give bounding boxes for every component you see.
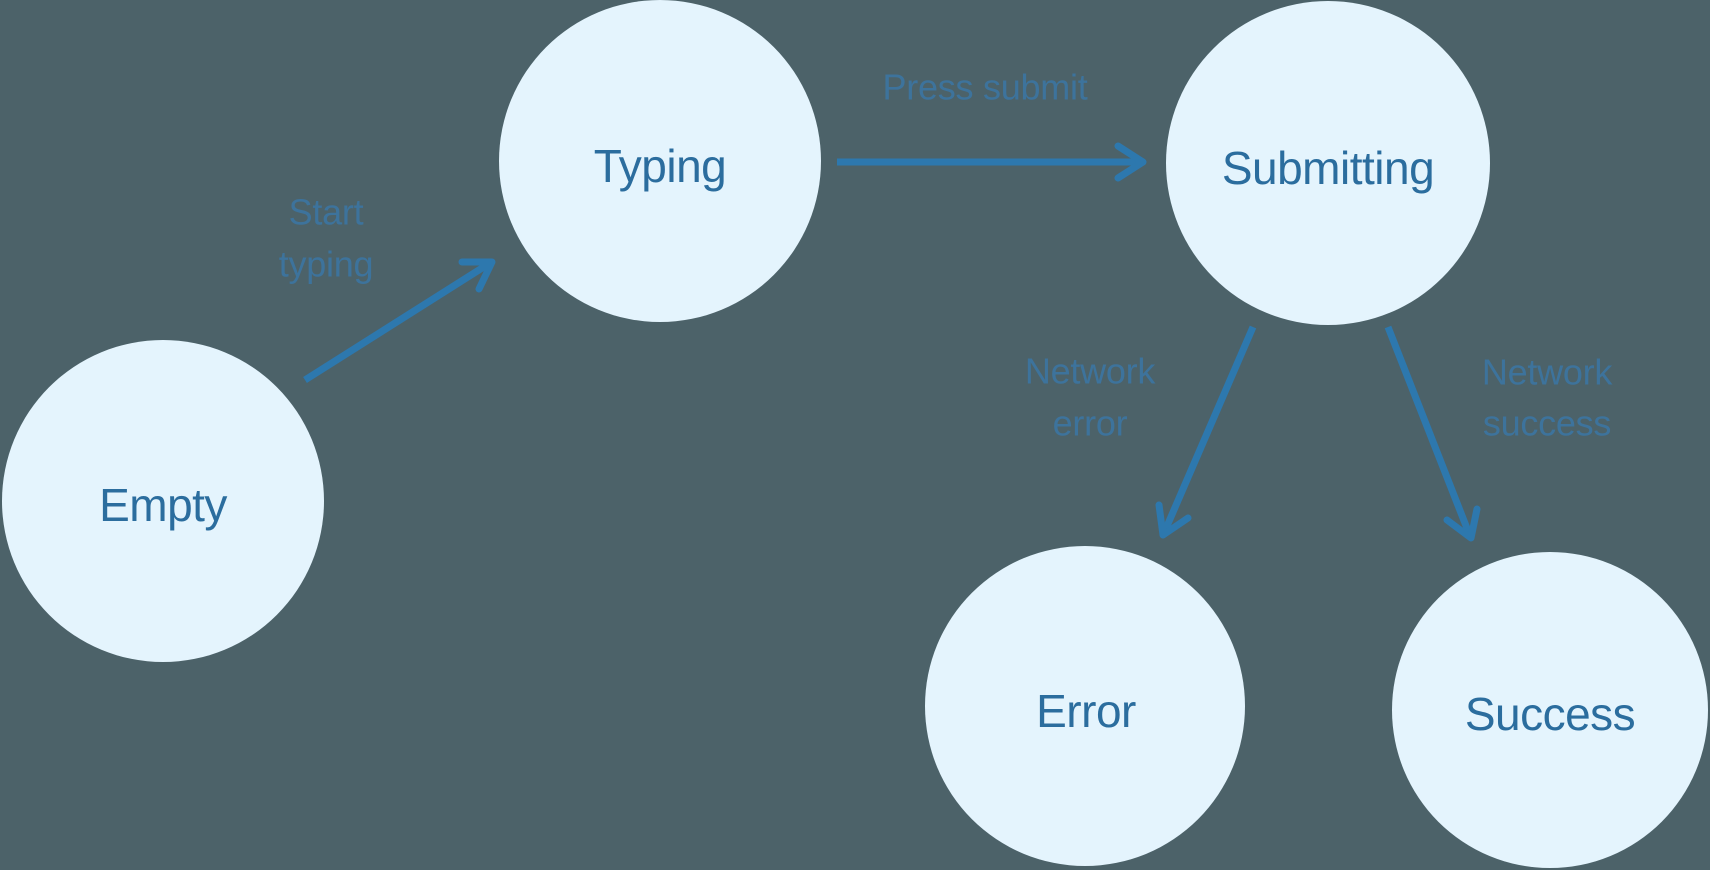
node-error-label: Error bbox=[1036, 685, 1136, 737]
edge-label-network-error-line1: Network bbox=[1025, 351, 1157, 392]
edge-network-success bbox=[1384, 325, 1481, 542]
node-success: Success bbox=[1392, 552, 1708, 868]
node-typing-label: Typing bbox=[594, 140, 727, 192]
node-error: Error bbox=[925, 546, 1245, 866]
node-empty-circle bbox=[2, 340, 324, 662]
edge-press-submit-arrowhead-icon bbox=[1114, 142, 1147, 182]
edge-label-press-submit: Press submit bbox=[882, 67, 1087, 108]
edge-network-error-shaft bbox=[1160, 325, 1257, 535]
edge-press-submit bbox=[837, 142, 1147, 182]
node-submitting: Submitting bbox=[1166, 1, 1490, 325]
node-success-circle bbox=[1392, 552, 1708, 868]
edge-label-network-success-line1: Network bbox=[1482, 352, 1614, 393]
node-submitting-label: Submitting bbox=[1222, 142, 1434, 194]
edge-label-network-error-line2: error bbox=[1053, 403, 1128, 444]
edge-start-typing-arrowhead-icon bbox=[458, 258, 496, 293]
edge-label-start-typing-line1: Start bbox=[289, 192, 364, 233]
edge-start-typing-shaft bbox=[303, 260, 492, 383]
edge-network-error bbox=[1155, 325, 1257, 539]
node-submitting-circle bbox=[1166, 1, 1490, 325]
edge-network-success-shaft bbox=[1384, 325, 1474, 538]
edge-start-typing bbox=[303, 258, 496, 383]
edge-label-start-typing-line2: typing bbox=[279, 244, 374, 285]
node-typing-circle bbox=[499, 0, 821, 322]
node-empty: Empty bbox=[2, 340, 324, 662]
node-empty-label: Empty bbox=[99, 479, 227, 531]
node-error-circle bbox=[925, 546, 1245, 866]
edge-network-success-arrowhead-icon bbox=[1443, 505, 1481, 542]
node-typing: Typing bbox=[499, 0, 821, 322]
edge-network-error-arrowhead-icon bbox=[1155, 501, 1192, 539]
node-success-label: Success bbox=[1465, 688, 1635, 740]
edge-label-network-success-line2: success bbox=[1483, 403, 1611, 444]
